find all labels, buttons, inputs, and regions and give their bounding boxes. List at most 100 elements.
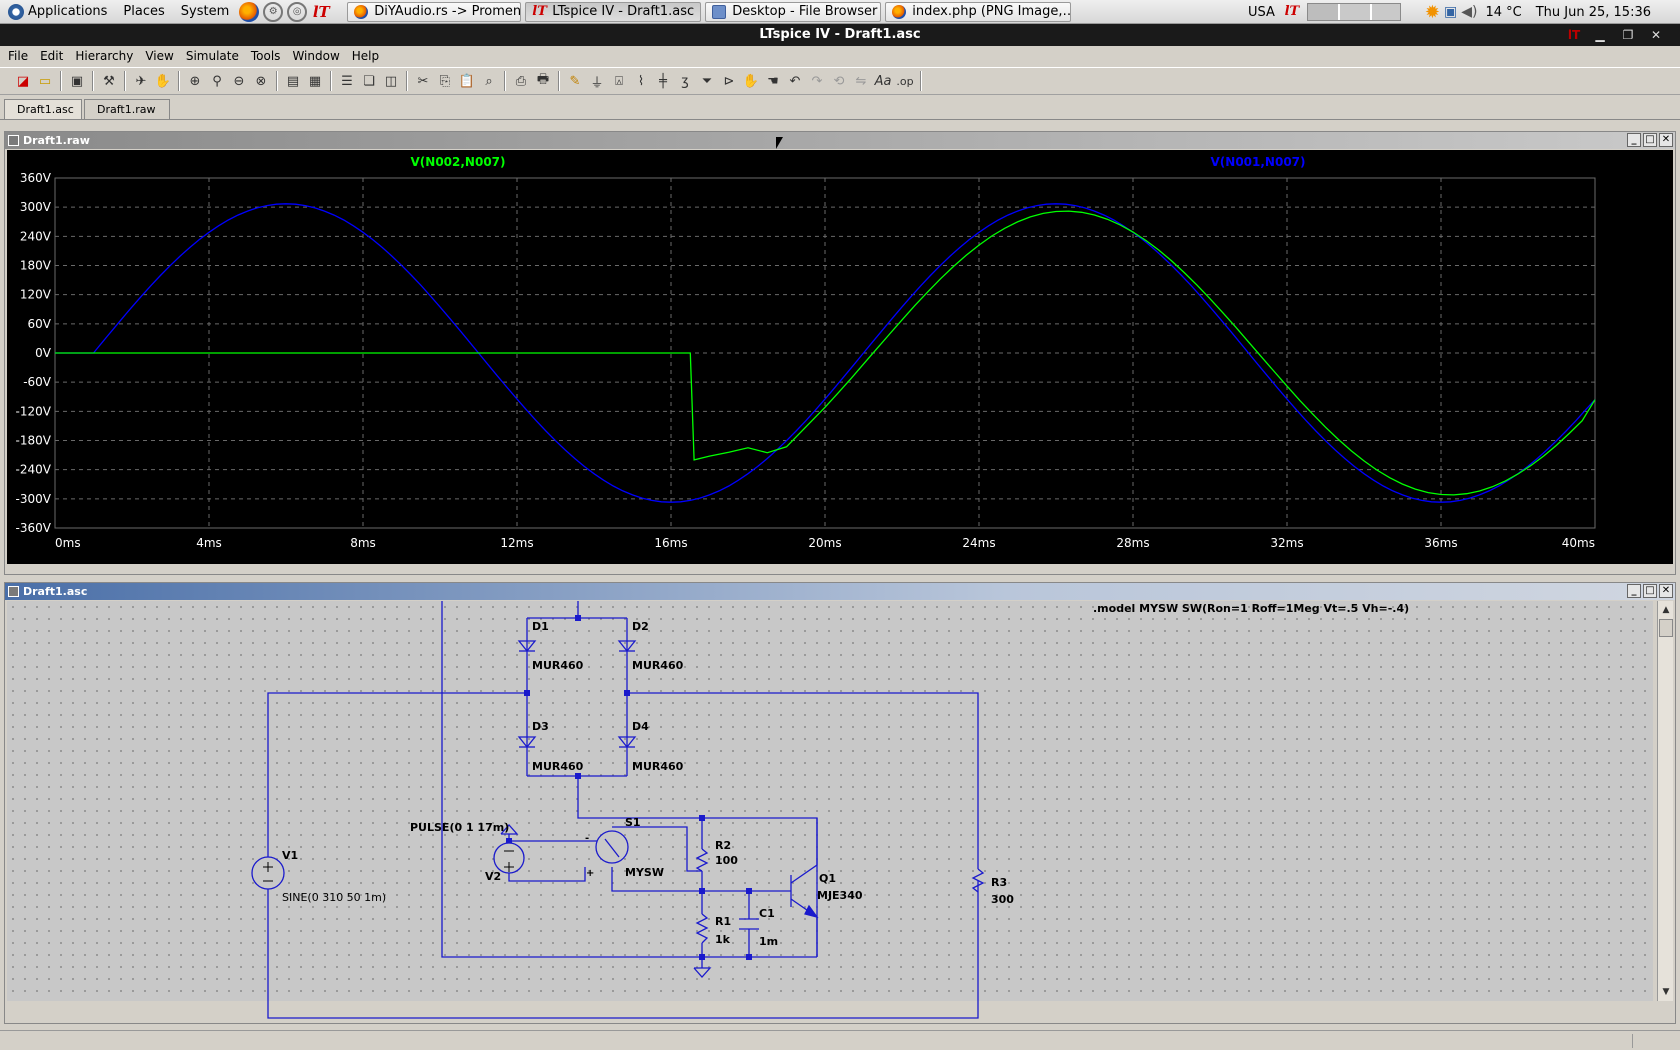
halt-icon[interactable]: ✋ [154, 73, 172, 89]
rotate-icon[interactable]: ⟲ [833, 73, 845, 89]
print-preview-icon[interactable]: ⎙ [515, 73, 527, 89]
schematic-window[interactable]: Draft1.asc _ □ ✕ [4, 582, 1676, 1024]
r2-ref: R2 [715, 839, 731, 852]
places-menu[interactable]: Places [115, 0, 172, 24]
component-icon[interactable]: ⊳ [723, 73, 735, 89]
workspace-switcher[interactable] [1306, 3, 1401, 21]
restore-icon[interactable]: ❐ [1622, 28, 1634, 42]
minimize-icon[interactable]: _ [1627, 584, 1641, 598]
series-line-v-n001-n007 [55, 203, 1596, 503]
network-icon[interactable]: ▣ [1444, 4, 1458, 20]
volume-icon[interactable]: ◀) [1461, 4, 1478, 20]
resistor-icon[interactable]: ⌇ [637, 73, 645, 89]
ground-icon[interactable]: ⏚ [590, 75, 604, 91]
keyboard-layout-indicator[interactable]: USA [1248, 4, 1275, 20]
schematic-window-titlebar[interactable]: Draft1.asc _ □ ✕ [5, 583, 1675, 600]
find-icon[interactable]: ⌕ [485, 73, 493, 89]
c1-ref: C1 [759, 907, 775, 920]
minimize-icon[interactable]: _ [1627, 133, 1641, 147]
tile-vertical-icon[interactable]: ◫ [384, 73, 398, 89]
y-tick-label: -60V [23, 375, 52, 389]
mirror-icon[interactable]: ⇋ [855, 73, 867, 89]
label-net-icon[interactable]: ⍓ [615, 73, 623, 89]
spice-model-directive[interactable]: .model MYSW SW(Ron=1 Roff=1Meg Vt=.5 Vh=… [1093, 602, 1409, 615]
capacitor-icon[interactable]: ╪ [659, 73, 667, 89]
wires [267, 601, 979, 1019]
minimize-icon[interactable]: ▁ [1595, 28, 1605, 42]
undo-icon[interactable]: ↶ [789, 73, 801, 89]
schematic-vertical-scrollbar[interactable]: ▲ ▼ [1657, 601, 1673, 1001]
menu-hierarchy[interactable]: Hierarchy [75, 49, 134, 63]
maximize-icon[interactable]: □ [1643, 584, 1657, 598]
close-icon[interactable]: ✕ [1650, 28, 1662, 42]
menu-window[interactable]: Window [292, 49, 340, 63]
maximize-icon[interactable]: □ [1643, 133, 1657, 147]
v1-value: SINE(0 310 50 1m) [282, 891, 386, 904]
text-icon[interactable]: Aa [874, 73, 892, 89]
autorange-icon[interactable]: ▤ [286, 73, 300, 89]
open-icon[interactable]: ▭ [38, 73, 52, 89]
paste-icon[interactable]: 📋 [458, 73, 476, 89]
cut-icon[interactable]: ✂ [417, 73, 429, 89]
move-hand-icon[interactable]: ✋ [742, 73, 760, 89]
settings-launcher-icon[interactable]: ⚙ [263, 1, 284, 22]
ltspice-tray-icon[interactable]: lT [1284, 4, 1300, 19]
inductor-icon[interactable]: ʒ [681, 73, 689, 89]
drag-hand-icon[interactable]: ☚ [767, 73, 779, 89]
temperature-readout[interactable]: 14 °C [1485, 4, 1522, 20]
taskbar-button-diyaudio[interactable]: DiYAudio.rs -> Promen… [347, 1, 522, 22]
tile-horizontal-icon[interactable]: ☰ [341, 73, 353, 89]
ltspice-icon: lT [532, 3, 547, 19]
menu-tools[interactable]: Tools [250, 49, 281, 63]
spice-directive-icon[interactable]: .op [896, 74, 914, 88]
s1-ref: S1 [625, 816, 641, 829]
clock[interactable]: Thu Jun 25, 15:36 [1535, 4, 1652, 20]
firefox-icon [892, 4, 907, 19]
scroll-down-arrow-icon[interactable]: ▼ [1662, 987, 1670, 997]
zoom-fit-icon[interactable]: ⊗ [255, 73, 267, 89]
new-schematic-icon[interactable]: ◪ [16, 73, 30, 89]
menu-view[interactable]: View [145, 49, 174, 63]
zoom-out-icon[interactable]: ⊖ [233, 73, 245, 89]
weather-sun-icon[interactable]: ✹ [1424, 1, 1440, 23]
taskbar-button-ltspice[interactable]: lT LTspice IV - Draft1.asc [525, 1, 702, 22]
diode-icon[interactable]: ⏷ [701, 73, 713, 89]
run-icon[interactable]: ✈ [135, 73, 147, 89]
pan-icon[interactable]: ⚲ [212, 73, 222, 89]
system-menu[interactable]: System [173, 0, 237, 24]
wire-icon[interactable]: ✎ [569, 73, 581, 89]
zoom-in-icon[interactable]: ⊕ [189, 73, 201, 89]
close-icon[interactable]: ✕ [1659, 133, 1673, 147]
menu-help[interactable]: Help [351, 49, 380, 63]
close-icon[interactable]: ✕ [1659, 584, 1673, 598]
toolbar-separator [330, 71, 332, 91]
resize-grip[interactable] [1632, 1034, 1676, 1048]
disc-launcher-icon[interactable]: ◎ [287, 1, 308, 22]
taskbar-button-index-png[interactable]: index.php (PNG Image,… [885, 1, 1072, 22]
print-icon[interactable]: 🖶 [536, 72, 550, 87]
system-label: System [180, 3, 230, 19]
scroll-up-arrow-icon[interactable]: ▲ [1662, 605, 1670, 615]
task-label: Desktop - File Browser [732, 4, 878, 19]
copy-icon[interactable]: ⎘ [439, 73, 451, 89]
cascade-icon[interactable]: ❏ [363, 73, 375, 89]
waveform-window-titlebar[interactable]: Draft1.raw _ □ ✕ [5, 132, 1675, 149]
tab-draft1-asc[interactable]: Draft1.asc [4, 99, 82, 119]
grid-icon[interactable]: ▦ [308, 73, 322, 89]
save-icon[interactable]: ▣ [70, 73, 84, 89]
tab-draft1-raw[interactable]: Draft1.raw [84, 99, 170, 119]
taskbar-button-file-browser[interactable]: Desktop - File Browser [705, 1, 882, 22]
menu-edit[interactable]: Edit [40, 49, 64, 63]
ltspice-launcher-icon[interactable]: lT [312, 2, 330, 21]
firefox-launcher-icon[interactable] [239, 1, 260, 22]
applications-menu[interactable]: Applications [0, 0, 115, 24]
control-panel-icon[interactable]: ⚒ [103, 73, 115, 89]
redo-icon[interactable]: ↷ [811, 73, 823, 89]
schematic-canvas[interactable]: D1 MUR460 D2 MUR460 D3 MUR460 D4 MUR460 … [7, 601, 1653, 1019]
menu-simulate[interactable]: Simulate [185, 49, 239, 63]
menu-file[interactable]: File [8, 49, 29, 63]
scroll-thumb[interactable] [1659, 619, 1673, 637]
